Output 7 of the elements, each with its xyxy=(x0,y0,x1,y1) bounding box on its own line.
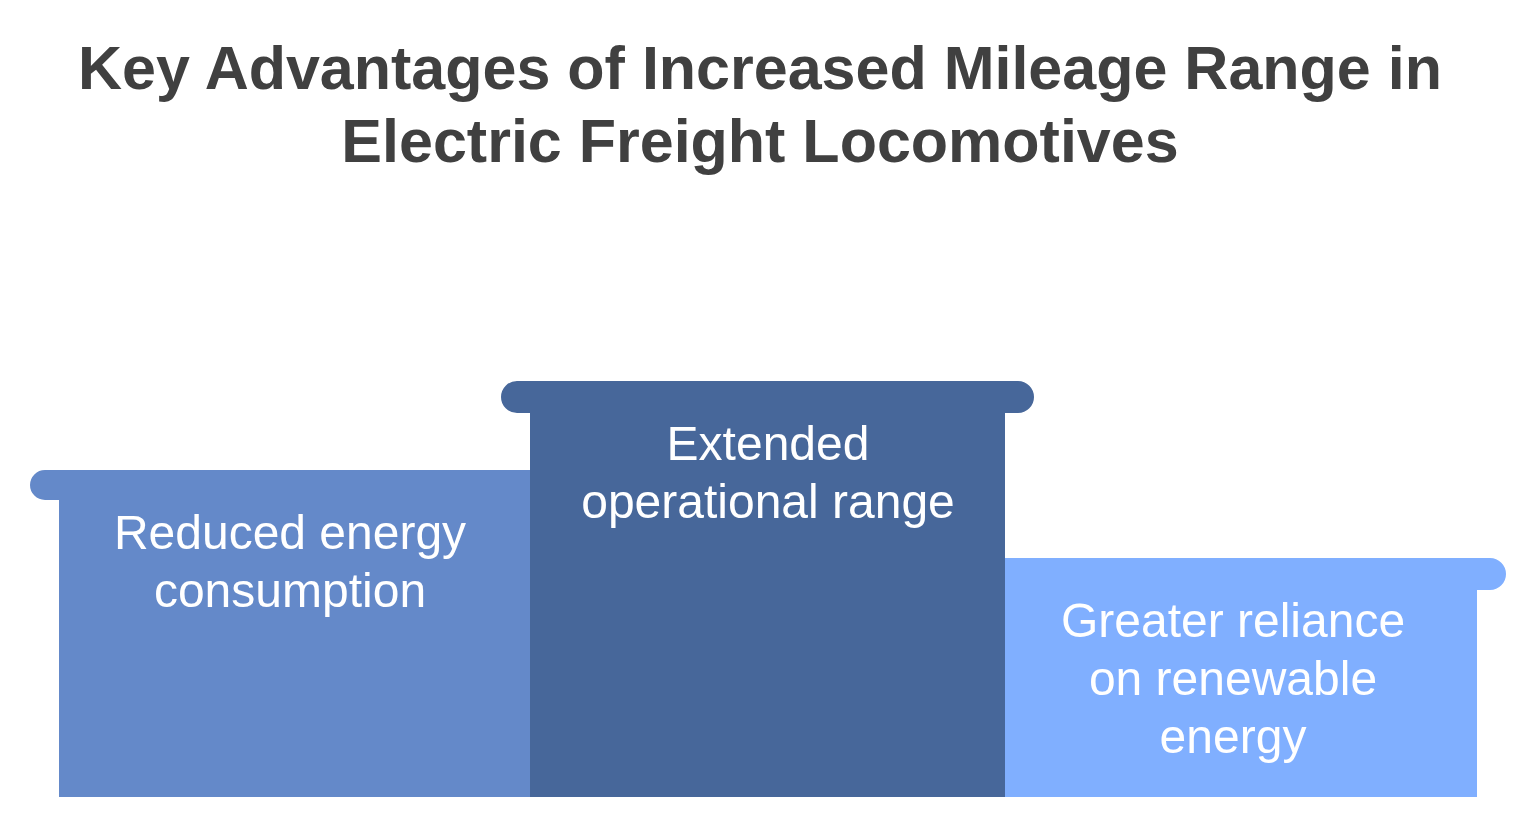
step-label: Extended operational range xyxy=(580,416,956,530)
title: Key Advantages of Increased Mileage Range in Electric Freight Locomotives xyxy=(77,33,1443,177)
step-label: Reduced energy consumption xyxy=(112,505,468,619)
podium-step xyxy=(1005,558,1506,797)
podium-step xyxy=(30,470,530,797)
podium-step xyxy=(501,381,1034,797)
step-label: Greater reliance on renewable energy xyxy=(1059,593,1407,765)
